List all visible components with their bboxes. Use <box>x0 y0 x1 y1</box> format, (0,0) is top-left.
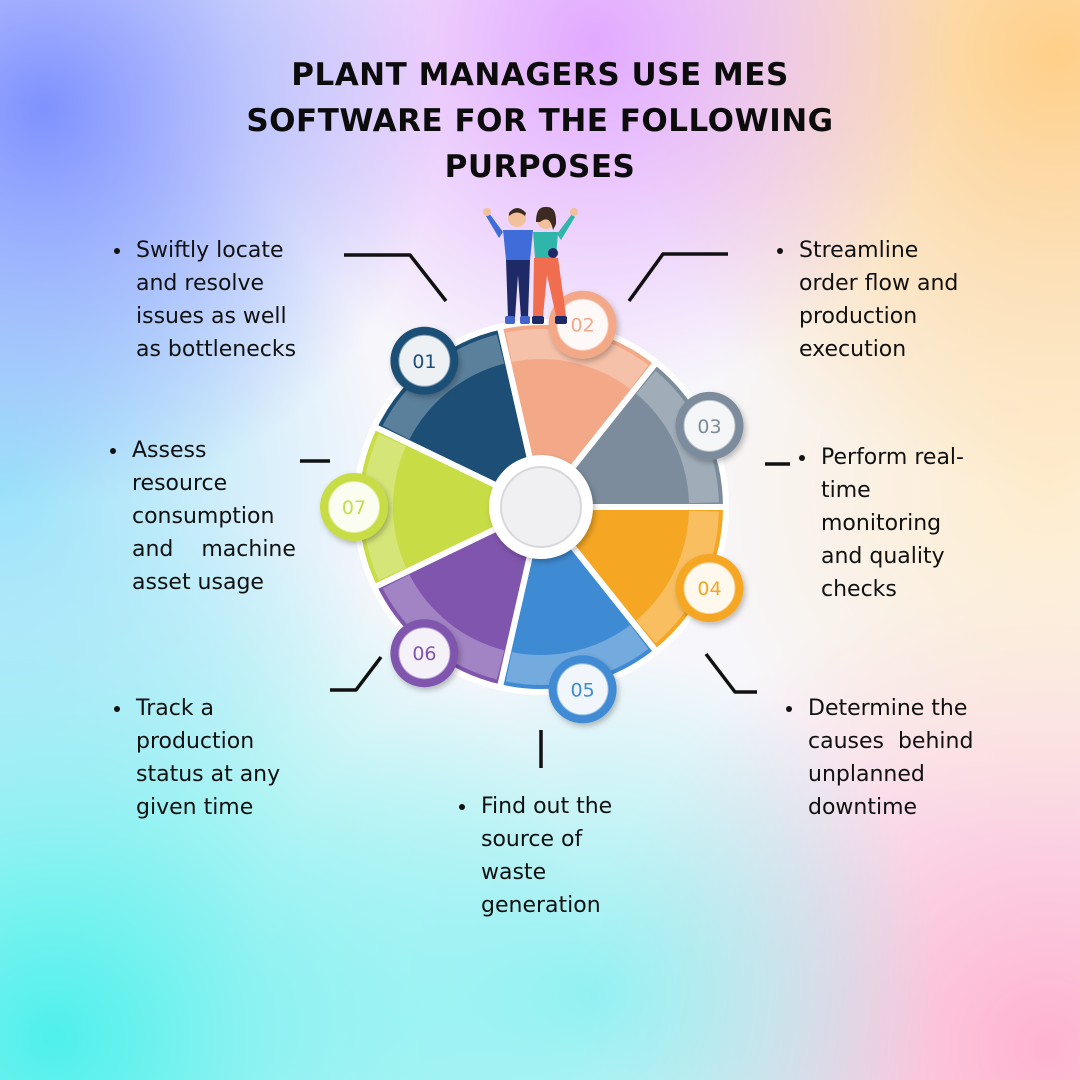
badge-number: 03 <box>697 416 721 438</box>
connector-line-03 <box>627 252 728 303</box>
title-line: SOFTWARE FOR THE FOLLOWING <box>246 103 834 139</box>
badge-number: 05 <box>571 679 595 701</box>
title-line: PURPOSES <box>444 149 636 185</box>
badge-number: 06 <box>412 643 436 665</box>
number-badge-06: 06 <box>390 619 459 688</box>
badge-number: 01 <box>412 351 436 373</box>
number-badge-07: 07 <box>320 473 388 541</box>
man-figure <box>483 208 533 324</box>
number-badge-04: 04 <box>675 554 744 623</box>
connector-lines <box>300 252 790 768</box>
connector-line-02 <box>344 253 448 303</box>
page-title: PLANT MANAGERS USE MES SOFTWARE FOR THE … <box>190 52 890 190</box>
badge-number: 07 <box>342 497 366 519</box>
connector-line-05 <box>704 652 757 694</box>
badge-number: 04 <box>697 578 721 600</box>
wheel: 01 02 03 04 05 06 07 <box>320 290 744 724</box>
title-line: PLANT MANAGERS USE MES <box>291 57 789 93</box>
woman-figure <box>532 206 578 324</box>
wheel-hub <box>500 466 582 548</box>
number-badge-03: 03 <box>675 391 744 460</box>
people-icon <box>483 206 578 324</box>
number-badge-01: 01 <box>390 326 459 395</box>
badge-number: 02 <box>571 315 595 337</box>
connector-line-07 <box>330 655 383 692</box>
number-badge-05: 05 <box>548 655 617 724</box>
number-badge-02: 02 <box>548 290 617 359</box>
